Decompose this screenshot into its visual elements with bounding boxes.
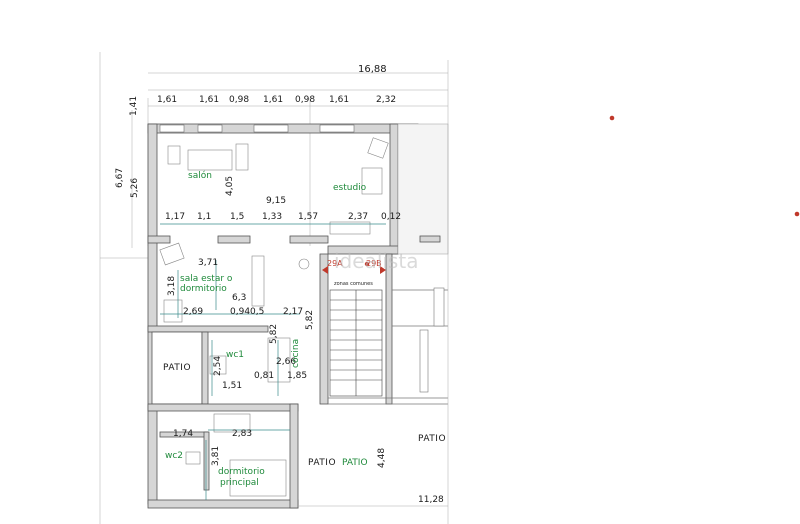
row-seg-1: 1,17 — [165, 212, 185, 222]
top-seg-1: 1,61 — [157, 95, 177, 105]
dim-151: 1,51 — [222, 381, 242, 391]
patio-label-right: PATIO — [418, 434, 446, 444]
column — [433, 287, 445, 327]
wall — [419, 235, 441, 243]
wall-sala-bottom — [147, 325, 269, 333]
wall-lower — [147, 403, 299, 412]
dim-185: 1,85 — [287, 371, 307, 381]
row-seg-5: 1,57 — [298, 212, 318, 222]
room-label-cocina: cocina — [291, 339, 301, 368]
room-label-salon: salón — [188, 170, 212, 181]
room-label-sala-1: sala estar o — [180, 274, 233, 284]
patio-label-center: PATIO — [308, 458, 336, 468]
wall-stair-left — [319, 253, 329, 405]
room-label-dorm-2: principal — [220, 478, 259, 488]
patio-box — [151, 331, 203, 405]
door-arrow-29b — [380, 266, 386, 274]
dim-height-outer: 6,67 — [115, 168, 125, 188]
watermark: idealista — [334, 249, 418, 273]
top-seg-4: 1,61 — [263, 95, 283, 105]
neighbour-area — [397, 123, 449, 255]
door-label-29a: 29A — [327, 259, 343, 268]
top-seg-7: 2,32 — [376, 95, 396, 105]
wall-wc1 — [201, 331, 209, 405]
furniture — [159, 137, 389, 497]
marker-dot — [794, 211, 800, 217]
wall-mid — [217, 235, 251, 244]
dim-bottom-width: 11,28 — [418, 495, 444, 505]
top-seg-5: 0,98 — [295, 95, 315, 105]
room-label-patio-green: PATIO — [342, 458, 368, 468]
dim-448: 4,48 — [377, 448, 387, 468]
wall-mid — [147, 235, 171, 244]
dim-266: 2,66 — [276, 357, 296, 367]
dim-381: 3,81 — [211, 446, 221, 466]
row-seg-6: 2,37 — [348, 212, 368, 222]
window — [253, 124, 289, 133]
dim-081: 0,81 — [254, 371, 274, 381]
wall-bath-right — [289, 403, 299, 509]
dim-height-inner: 1,41 — [129, 96, 139, 116]
dim-269: 2,69 — [183, 307, 203, 317]
dim-height-b: 5,26 — [130, 178, 140, 198]
dim-total-width: 16,88 — [358, 64, 387, 75]
room-label-wc1: wc1 — [226, 350, 244, 360]
dim-254: 2,54 — [213, 356, 223, 376]
wall-wc2 — [203, 431, 210, 491]
room-label-sala-2: dormitorio — [180, 284, 227, 294]
wall-right-upper — [389, 123, 399, 255]
room-label-estudio: estudio — [333, 183, 367, 193]
staircase — [329, 289, 383, 397]
door-label-29b: 29B — [366, 259, 382, 268]
window — [319, 124, 355, 133]
wall-stair-right — [385, 253, 393, 405]
column — [419, 329, 429, 393]
row-seg-7: 0,12 — [381, 212, 401, 222]
wall-mid — [289, 235, 329, 244]
top-seg-6: 1,61 — [329, 95, 349, 105]
dim-217: 2,17 — [283, 307, 303, 317]
row-seg-2: 1,1 — [197, 212, 211, 222]
room-label-dorm-1: dormitorio — [218, 467, 265, 477]
dim-174: 1,74 — [173, 429, 193, 439]
wall-left — [147, 123, 158, 505]
marker-dot — [364, 261, 370, 267]
dim-05: 0,5 — [250, 307, 264, 317]
marker-dot — [609, 115, 615, 121]
window — [197, 124, 223, 133]
dim-sala-width: 3,71 — [198, 258, 218, 268]
top-seg-2: 1,61 — [199, 95, 219, 105]
dim-sala-height: 3,18 — [167, 276, 177, 296]
dim-salon-height: 4,05 — [225, 176, 235, 196]
row-seg-4: 1,33 — [262, 212, 282, 222]
row-seg-3: 1,5 — [230, 212, 244, 222]
dim-sala-depth: 6,3 — [232, 293, 246, 303]
patio-label-left: PATIO — [163, 363, 191, 373]
dim-582b: 5,82 — [305, 310, 315, 330]
wall-bottom — [147, 499, 299, 509]
top-seg-3: 0,98 — [229, 95, 249, 105]
common-zone-label: zonas comunes — [334, 281, 373, 287]
dim-row-width: 9,15 — [266, 196, 286, 206]
dim-582a: 5,82 — [269, 324, 279, 344]
window — [159, 124, 185, 133]
dim-283: 2,83 — [232, 429, 252, 439]
room-label-wc2: wc2 — [165, 451, 183, 461]
dim-094: 0,94 — [230, 307, 250, 317]
door-arrow-29a — [322, 266, 328, 274]
